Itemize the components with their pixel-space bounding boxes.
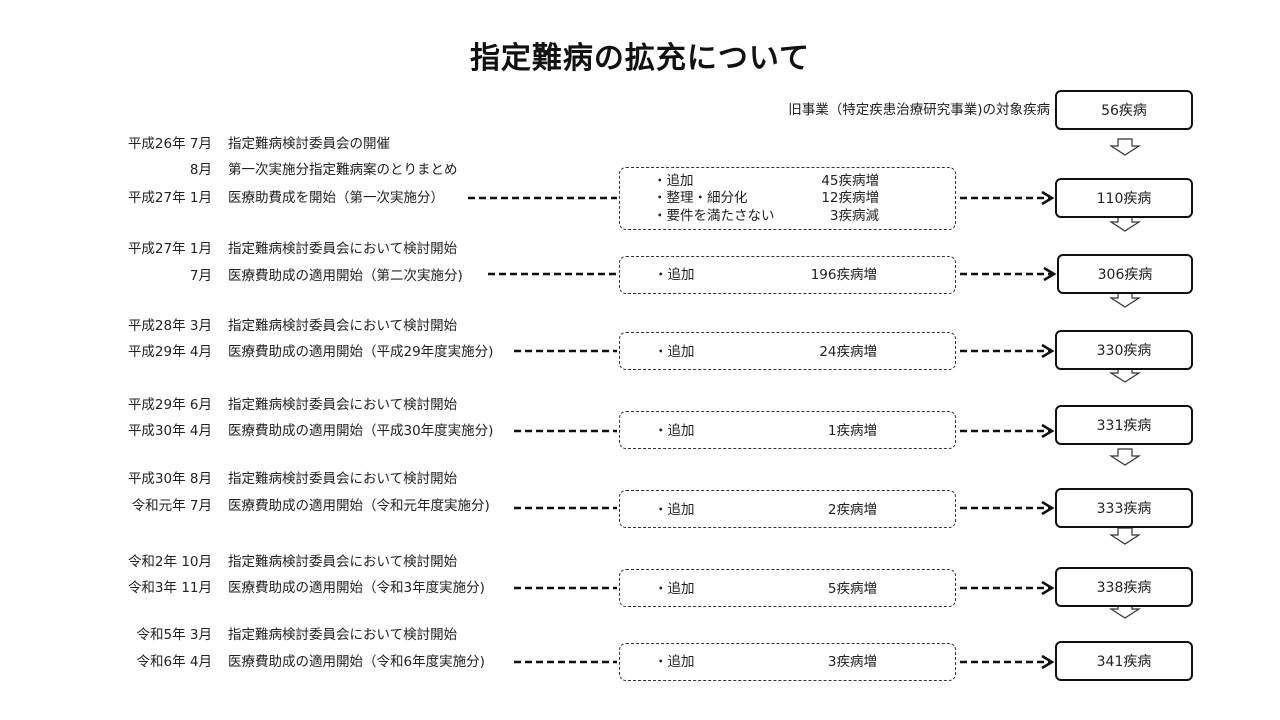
change-value: 5疾病増	[827, 581, 877, 597]
change-label: ・要件を満たさない	[653, 208, 775, 224]
total-box-initial: 56疾病	[1055, 90, 1193, 130]
arrow-head	[1043, 266, 1057, 282]
change-label: ・追加	[654, 423, 695, 439]
event-date: 平成30年 4月	[127, 423, 212, 439]
change-value: 196疾病増	[810, 267, 877, 283]
arrow-head	[1041, 190, 1055, 206]
event-text: 医療費助成の適用開始（令和3年度実施分)	[228, 580, 485, 596]
total-box: 331疾病	[1055, 405, 1193, 445]
page-title: 指定難病の拡充について	[469, 41, 811, 76]
change-value: 1疾病増	[827, 423, 877, 439]
change-label: ・追加	[653, 173, 694, 189]
event-date: 令和6年 4月	[136, 654, 212, 670]
change-value: 3疾病増	[827, 654, 877, 670]
total-box: 341疾病	[1055, 641, 1193, 681]
change-label: ・追加	[654, 654, 695, 670]
change-label: ・追加	[654, 344, 695, 360]
arrow-head	[1041, 580, 1055, 596]
event-date: 平成27年 1月	[127, 190, 212, 206]
event-text: 指定難病検討委員会において検討開始	[228, 397, 458, 413]
event-date: 7月	[189, 268, 212, 284]
change-box: ・追加 3疾病増	[619, 643, 956, 681]
down-arrow-icon	[1108, 448, 1142, 466]
event-date: 平成29年 6月	[127, 397, 212, 413]
event-text: 指定難病検討委員会において検討開始	[228, 471, 458, 487]
total-box: 306疾病	[1057, 254, 1193, 294]
event-date: 平成29年 4月	[127, 344, 212, 360]
change-value: 24疾病増	[819, 344, 877, 360]
event-text: 医療費助成の適用開始（平成29年度実施分)	[228, 344, 494, 360]
change-box: ・追加 2疾病増	[619, 490, 956, 528]
change-label: ・追加	[654, 502, 695, 518]
change-value: 2疾病増	[827, 502, 877, 518]
header-label: 旧事業（特定疾患治療研究事業)の対象疾病	[788, 102, 1050, 118]
event-date: 平成28年 3月	[127, 318, 212, 334]
change-value: 45疾病増	[821, 173, 879, 189]
event-text: 医療助費成を開始（第一次実施分）	[228, 190, 444, 206]
event-date: 8月	[189, 162, 212, 178]
event-text: 第一次実施分指定難病案のとりまとめ	[228, 162, 458, 178]
event-text: 指定難病検討委員会において検討開始	[228, 627, 458, 643]
change-box: ・追加 45疾病増・整理・細分化 12疾病増・要件を満たさない 3疾病減	[619, 167, 956, 230]
change-box: ・追加 196疾病増	[619, 256, 956, 294]
event-text: 指定難病検討委員会において検討開始	[228, 318, 458, 334]
event-date: 令和2年 10月	[127, 554, 212, 570]
change-value: 12疾病増	[821, 190, 879, 206]
change-box: ・追加 24疾病増	[619, 332, 956, 370]
event-date: 令和元年 7月	[131, 498, 212, 514]
event-text: 指定難病検討委員会において検討開始	[228, 241, 458, 257]
change-value: 3疾病減	[829, 208, 879, 224]
down-arrow-icon	[1108, 527, 1142, 545]
total-box: 333疾病	[1055, 488, 1193, 528]
event-text: 医療費助成の適用開始（令和元年度実施分)	[228, 498, 490, 514]
change-box: ・追加 5疾病増	[619, 569, 956, 607]
event-text: 医療費助成の適用開始（第二次実施分)	[228, 268, 463, 284]
arrow-head	[1041, 654, 1055, 670]
change-label: ・追加	[654, 267, 695, 283]
event-text: 指定難病検討委員会において検討開始	[228, 554, 458, 570]
down-arrow-icon	[1108, 138, 1142, 156]
event-text: 医療費助成の適用開始（平成30年度実施分)	[228, 423, 494, 439]
total-box: 110疾病	[1055, 178, 1193, 218]
arrow-head	[1041, 500, 1055, 516]
event-date: 令和3年 11月	[127, 580, 212, 596]
total-box: 330疾病	[1055, 330, 1193, 370]
event-text: 医療費助成の適用開始（令和6年度実施分)	[228, 654, 485, 670]
event-date: 平成30年 8月	[127, 471, 212, 487]
arrow-head	[1041, 343, 1055, 359]
event-date: 平成26年 7月	[127, 136, 212, 152]
total-box: 338疾病	[1055, 567, 1193, 607]
change-label: ・整理・細分化	[653, 190, 748, 206]
change-label: ・追加	[654, 581, 695, 597]
change-box: ・追加 1疾病増	[619, 411, 956, 449]
event-date: 令和5年 3月	[136, 627, 212, 643]
event-text: 指定難病検討委員会の開催	[228, 136, 390, 152]
event-date: 平成27年 1月	[127, 241, 212, 257]
arrow-head	[1041, 423, 1055, 439]
